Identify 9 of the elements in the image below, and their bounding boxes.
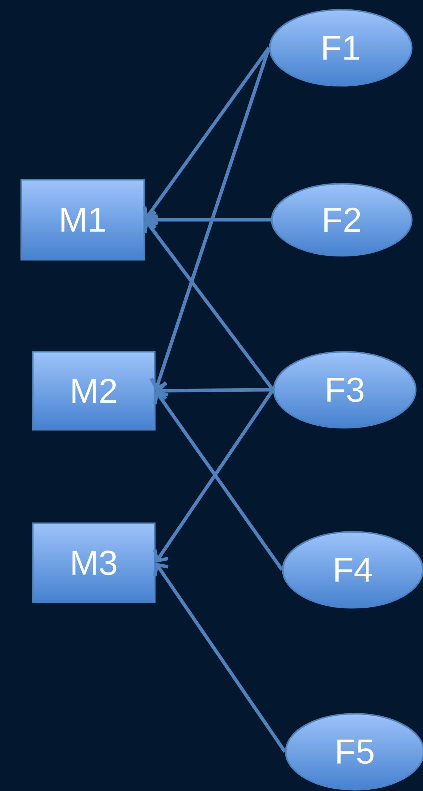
- arrow: [143, 220, 275, 392]
- process-box: M2: [32, 351, 156, 431]
- arrow: [150, 47, 271, 391]
- process-box: M3: [32, 522, 156, 604]
- arrow: [156, 382, 274, 400]
- arrow: [145, 210, 272, 230]
- arrow: [153, 563, 287, 753]
- process-box: M1: [20, 179, 146, 261]
- arrow: [143, 46, 271, 220]
